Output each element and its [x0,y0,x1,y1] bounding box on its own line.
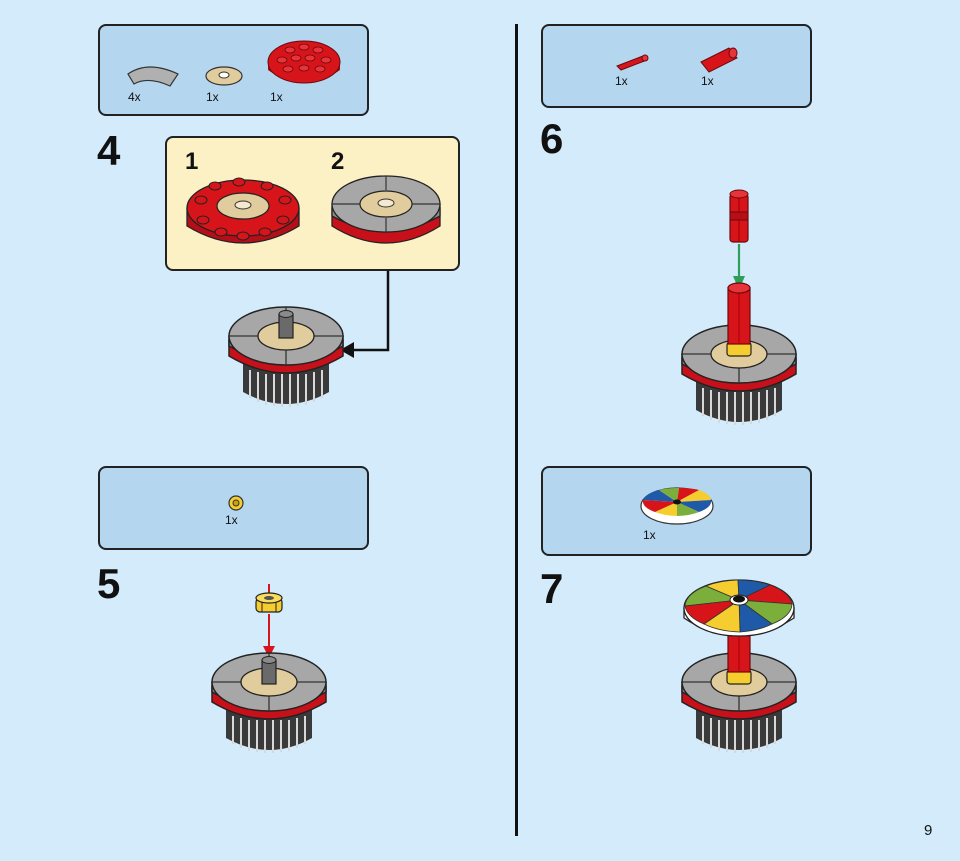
part-qty: 1x [206,90,219,104]
turntable-step-5 [211,652,327,754]
grey-tiles-on-plate [331,175,441,244]
step-number: 5 [97,560,121,607]
step-number: 6 [540,115,564,162]
page-divider [515,24,518,836]
parts-box-step-5: 1x [98,466,369,550]
grey-curved-tile-icon [127,66,179,87]
part-qty: 1x [701,74,714,88]
parts-box-step-7: 1x [541,466,812,556]
parts-box-step-6: 1x 1x [541,24,812,108]
step-number: 7 [540,565,564,612]
substep-number: 1 [185,148,199,175]
red-axle-connector [729,189,749,243]
red-axle-connector-icon [700,47,738,73]
yellow-bushing [255,592,283,613]
yellow-bushing-icon [228,495,244,511]
red-plate-with-tan-tile [186,177,300,244]
tan-round-tile-icon [205,66,243,86]
substep-number: 2 [331,148,345,175]
red-round-plate-icon [267,40,341,84]
substep-box-step-4: 1 2 [165,136,460,271]
part-qty: 1x [615,74,628,88]
part-qty: 1x [643,528,656,542]
step-number: 4 [97,127,121,174]
parts-box-step-4: 4x 1x 1x [98,24,369,116]
turntable-step-7 [681,625,797,754]
striped-dish-icon [640,487,714,525]
turntable-step-6 [681,282,797,426]
turntable-step-4 [228,306,344,408]
part-qty: 1x [270,90,283,104]
red-axle-short-icon [616,54,649,71]
part-qty: 1x [225,513,238,527]
striped-dish [683,579,795,637]
page-number: 9 [924,822,933,839]
part-qty: 4x [128,90,141,104]
